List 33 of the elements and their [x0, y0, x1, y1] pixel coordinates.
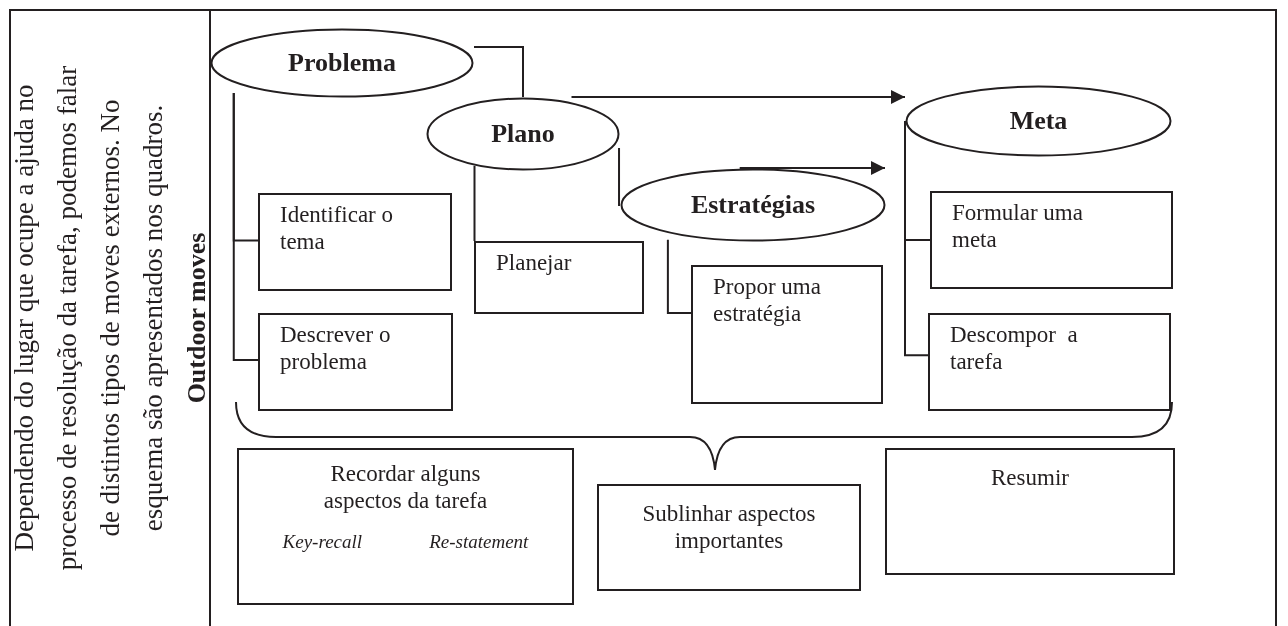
text-box — [885, 448, 1175, 575]
node-title: Problema — [288, 48, 396, 78]
side-note: Dependendo do lugar que ocupe a ajuda no processo de resolução da tarefa, podemos falar de distintos tipos de moves externos. No esquema são apresentados nos quadros. — [7, 64, 169, 573]
box-text: Formular uma meta — [952, 199, 1084, 253]
side-heading: Outdoor moves — [180, 231, 212, 406]
box-text: Planejar — [496, 249, 573, 276]
box-text: Sublinhar aspectos importantes — [641, 500, 817, 554]
text-box — [597, 484, 861, 591]
connector-line — [618, 147, 621, 206]
box-text: Descrever o problema — [280, 321, 392, 375]
text-box — [691, 265, 883, 404]
term-label: Re-statement — [429, 530, 529, 554]
connector-line — [473, 164, 476, 242]
connector-line — [666, 238, 692, 314]
box-text: Identificar o tema — [280, 201, 395, 255]
connector-line — [473, 45, 524, 98]
arrow — [570, 90, 906, 104]
text-box — [930, 191, 1173, 289]
box-text: Resumir — [990, 464, 1070, 491]
text-box — [258, 193, 452, 291]
node-title: Meta — [1009, 106, 1068, 136]
text-box — [928, 313, 1171, 411]
arrow — [738, 161, 886, 175]
box-text: Propor uma estratégia — [713, 273, 822, 327]
node-title: Estratégias — [690, 190, 816, 220]
box-text: Recordar alguns aspectos da tarefa — [322, 460, 489, 514]
text-box — [474, 241, 644, 314]
term-label: Key-recall — [282, 530, 363, 554]
text-box — [258, 313, 453, 411]
box-text: Descompor a tarefa — [950, 321, 1079, 375]
node-title: Plano — [491, 119, 555, 149]
connector-line — [232, 92, 259, 362]
text-box — [237, 448, 574, 605]
